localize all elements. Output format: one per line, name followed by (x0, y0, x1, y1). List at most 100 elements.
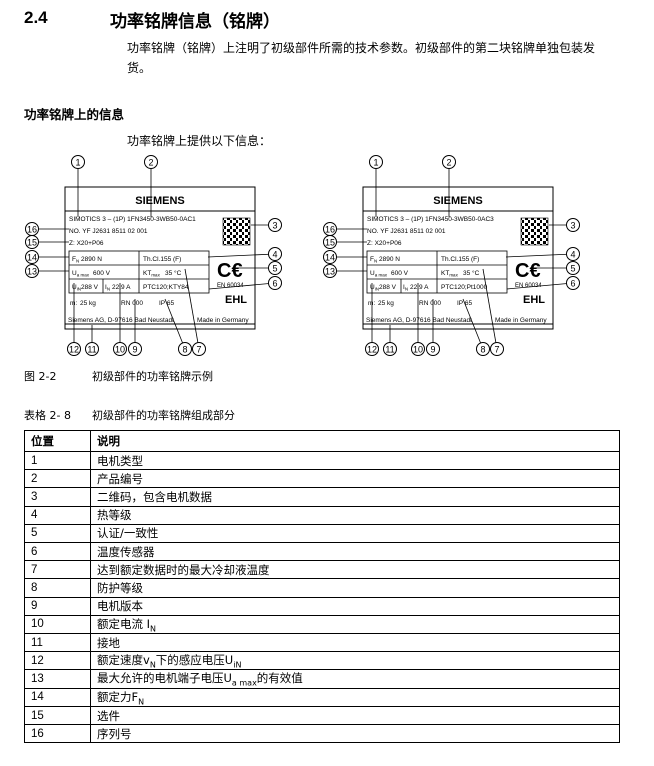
svg-text:4: 4 (570, 250, 575, 260)
row-position: 15 (24, 706, 91, 726)
callout-marker: 4 (207, 247, 282, 261)
svg-text:12: 12 (69, 345, 79, 355)
nameplate-1: SIEMENS SIMOTICS 3 – (1P) 1FN3450-3WB50-… (64, 186, 256, 330)
plate-mass: 25 kg (378, 300, 394, 307)
row-description: 二维码，包含电机数据 (90, 487, 620, 507)
plate-voltage-in: 288 V (379, 284, 397, 291)
plate-footer-left: Siemens AG, D-97616 Bad Neustadt (68, 317, 174, 324)
callout-marker: 12 (67, 283, 81, 356)
row-position: 5 (24, 523, 91, 543)
svg-text:15: 15 (27, 238, 37, 248)
plate-footer-right: Made in Germany (197, 317, 249, 324)
callout-marker: 11 (383, 325, 397, 356)
row-description: 接地 (90, 632, 620, 653)
plate-rn: RN 000 (121, 300, 143, 307)
plate-motor-type: SIMOTICS 3 – (1P) 1FN3450-3WB50-0AC3 (367, 216, 494, 223)
callout-marker: 13 (323, 264, 367, 278)
row-description: 认证/一致性 (90, 523, 620, 543)
section-intro: 功率铭牌（铭牌）上注明了初级部件所需的技术参数。初级部件的第二块铭牌单独包装发货… (127, 41, 596, 75)
svg-text:12: 12 (367, 345, 377, 355)
row-description: 防护等级 (90, 578, 620, 598)
svg-text:IN: IN (403, 284, 408, 292)
plate-sensor: PTC120;Pt1000 (441, 284, 488, 291)
callout-marker: 14 (25, 250, 69, 264)
svg-text:13: 13 (325, 267, 335, 277)
row-position: 3 (24, 487, 91, 507)
subsection-title: 功率铭牌上的信息 (24, 107, 125, 122)
callout-marker: 2 (442, 155, 456, 217)
svg-text:16: 16 (325, 225, 335, 235)
svg-text:9: 9 (132, 345, 137, 355)
plate-voltage-in: 288 V (81, 284, 99, 291)
row-description: 额定速度vN下的感应电压UiN (90, 651, 620, 671)
eac-logo: EHL (523, 294, 545, 306)
row-description: 产品编号 (90, 469, 620, 489)
callout-marker: 6 (208, 276, 282, 290)
row-description: 序列号 (90, 724, 620, 744)
svg-text:1: 1 (373, 158, 378, 168)
plate-standard: EN 60034 (217, 283, 244, 289)
svg-text:2: 2 (148, 158, 153, 168)
callout-marker: 3 (251, 218, 282, 232)
callout-marker: 11 (85, 325, 99, 356)
row-position: 12 (24, 651, 91, 671)
plate-force: 2890 N (81, 256, 102, 263)
svg-text:10: 10 (413, 345, 423, 355)
callout-marker: 15 (323, 235, 367, 249)
plate-kt-max: 35 °C (463, 269, 480, 277)
callout-marker: 14 (323, 250, 367, 264)
svg-text:14: 14 (325, 253, 335, 263)
plate-force: 2890 N (379, 256, 400, 263)
row-description: 达到额定数据时的最大冷却液温度 (90, 560, 620, 580)
row-description: 选件 (90, 706, 620, 726)
plate-footer-right: Made in Germany (495, 317, 547, 324)
callout-marker: 8 (164, 298, 192, 356)
row-position: 8 (24, 578, 91, 598)
row-description: 最大允许的电机端子电压Ua max的有效值 (90, 669, 620, 689)
row-position: 2 (24, 469, 91, 489)
svg-text:IN: IN (105, 284, 110, 292)
nameplate-figure: C€ SIEMENS SIMOTICS 3 – (1P) 1FN3450-3WB… (25, 155, 580, 356)
eac-logo: EHL (225, 294, 247, 306)
svg-text:14: 14 (27, 253, 37, 263)
callout-marker: 5 (235, 261, 282, 275)
row-position: 9 (24, 596, 91, 616)
subsection-intro: 功率铭牌上提供以下信息： (127, 134, 272, 148)
row-description: 额定电流 IN (90, 614, 620, 634)
svg-text:FN: FN (370, 256, 377, 264)
svg-text:11: 11 (385, 345, 394, 355)
table-header-position: 位置 (24, 430, 91, 452)
svg-text:15: 15 (325, 238, 335, 248)
svg-text:3: 3 (272, 221, 277, 231)
callout-marker: 10 (411, 283, 425, 356)
svg-text:9: 9 (430, 345, 435, 355)
row-position: 4 (24, 505, 91, 525)
row-description: 温度传感器 (90, 541, 620, 562)
callout-marker: 16 (323, 222, 367, 236)
svg-text:10: 10 (115, 345, 125, 355)
callout-marker: 6 (506, 276, 580, 290)
section-title: 功率铭牌信息（铭牌） (110, 12, 280, 32)
row-position: 1 (24, 450, 91, 471)
svg-text:4: 4 (272, 250, 277, 260)
plate-voltage-max: 600 V (93, 270, 111, 277)
plate-thermal-class: Th.Cl.155 (F) (143, 256, 181, 263)
svg-text:16: 16 (27, 225, 37, 235)
callout-marker: 1 (369, 155, 383, 217)
svg-text:8: 8 (480, 345, 485, 355)
svg-text:2: 2 (446, 158, 451, 168)
plate-serial: NO. YF J2631 8511 02 001 (367, 228, 446, 235)
nameplate-2: SIEMENS SIMOTICS 3 – (1P) 1FN3450-3WB50-… (362, 186, 554, 330)
row-position: 6 (24, 541, 91, 562)
row-position: 13 (24, 669, 91, 689)
